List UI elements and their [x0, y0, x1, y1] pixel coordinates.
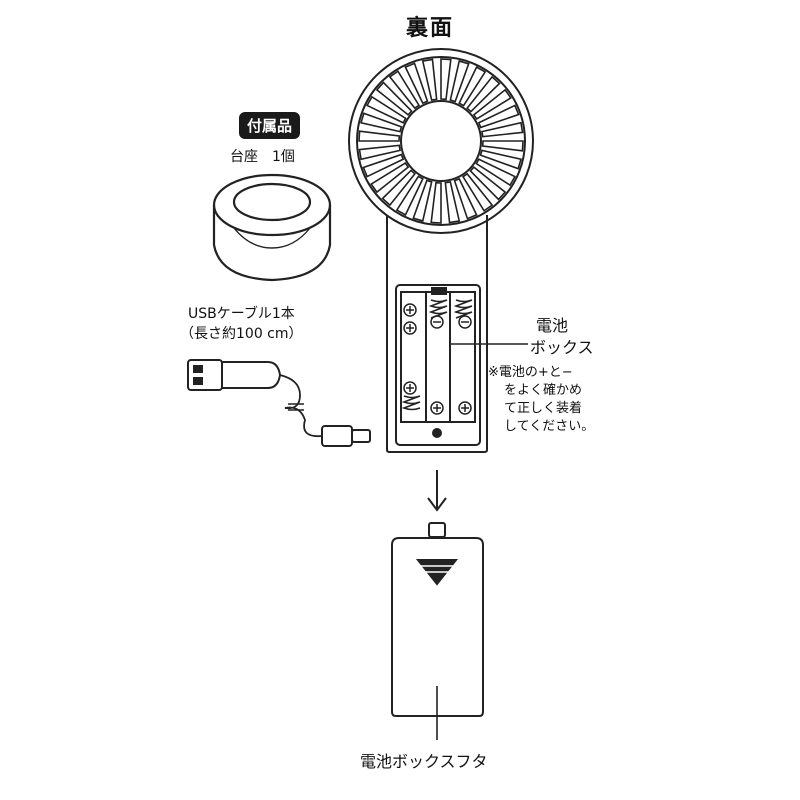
fan-blade — [475, 158, 516, 187]
fan-blade — [461, 172, 494, 212]
accessories-badge: 付属品 — [239, 112, 301, 139]
battery-note-line3: て正しく装着 — [504, 401, 583, 416]
fan-blade — [481, 140, 524, 152]
fan-blade — [469, 166, 507, 201]
base-label: 台座 1個 — [230, 149, 295, 165]
usb-a-plug — [187, 359, 223, 391]
cable-wire — [279, 374, 323, 438]
fan-blade — [395, 175, 424, 216]
cover-body — [391, 537, 484, 717]
polarity-marks — [403, 303, 472, 415]
usb-label-line2: （長さ約100 cm） — [180, 326, 303, 342]
page-title: 裏面 — [406, 16, 455, 41]
fan-blade — [381, 169, 416, 207]
usb-cable-illustration — [187, 359, 371, 447]
fan-blade — [404, 62, 429, 105]
fan-head — [348, 48, 534, 234]
fan-blades — [358, 58, 524, 224]
battery-note-line2: をよく確かめ — [504, 383, 583, 398]
fan-handle — [386, 215, 488, 453]
base-ring-illustration — [212, 173, 332, 282]
release-dot — [432, 428, 442, 438]
fan-blade — [458, 66, 487, 107]
spring-right — [453, 299, 473, 319]
cover-latch — [428, 522, 446, 538]
spring-mid — [428, 299, 448, 319]
fan-blade — [440, 58, 452, 101]
fan-blade — [412, 179, 433, 222]
fan-blade — [479, 149, 522, 170]
fan-blade — [370, 161, 410, 194]
fan-blade — [360, 112, 403, 133]
fan-blade — [358, 130, 401, 142]
fan-blade — [477, 104, 520, 129]
cover-label: 電池ボックスフタ — [360, 752, 488, 771]
down-arrow-icon — [427, 470, 447, 512]
battery-box-label-line1: 電池 — [536, 316, 569, 335]
fan-blade — [444, 181, 461, 224]
battery-note-line4: してください。 — [504, 419, 595, 434]
battery-note-line1: ※電池の+と− — [488, 365, 573, 380]
fan-blade — [430, 181, 442, 224]
battery-compartment — [395, 284, 481, 446]
fan-blade — [366, 95, 407, 124]
fan-blade — [421, 58, 438, 101]
fan-blade — [472, 88, 512, 121]
fan-blade — [481, 121, 524, 138]
battery-box-label-line2: ボックス — [530, 338, 594, 357]
battery-cover-illustration — [391, 522, 484, 717]
fan-blade — [453, 177, 478, 220]
fan-inner-ring — [356, 56, 526, 226]
fan-blade — [466, 75, 501, 113]
fan-blade — [375, 81, 413, 116]
spring-left — [401, 395, 421, 411]
fan-blade — [388, 70, 421, 110]
usb-c-housing — [321, 425, 353, 447]
usb-label-line1: USBケーブル1本 — [188, 306, 295, 322]
usb-a-housing — [222, 361, 282, 389]
fan-blade — [449, 60, 470, 103]
fan-blade — [358, 144, 401, 161]
fan-blade — [362, 153, 405, 178]
usb-c-plug — [351, 429, 371, 443]
fan-outer-ring — [348, 48, 534, 234]
fan-hub — [400, 100, 482, 182]
